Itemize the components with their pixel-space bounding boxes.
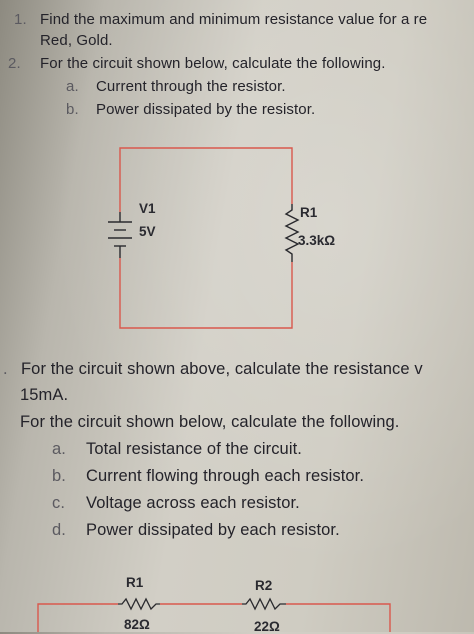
- q4-c-letter: c.: [52, 494, 66, 512]
- resistor-symbol-icon: [284, 204, 300, 262]
- r2-resistor-icon: [242, 597, 286, 611]
- q4-c-text: Voltage across each resistor.: [86, 494, 300, 512]
- r2-name: R2: [255, 578, 273, 593]
- q3-line2: 15mA.: [20, 386, 69, 404]
- q2-text: For the circuit shown below, calculate t…: [40, 55, 386, 72]
- q2-b-letter: b.: [66, 101, 79, 118]
- q3-line1: . For the circuit shown above, calculate …: [3, 360, 423, 379]
- resistor-value: 3.3kΩ: [298, 233, 336, 248]
- r1-value: 82Ω: [124, 617, 150, 632]
- q4-item-a: a. Total resistance of the circuit.: [52, 440, 302, 459]
- q2-a-letter: a.: [66, 78, 79, 95]
- q4-a-text: Total resistance of the circuit.: [86, 440, 302, 458]
- q2-a-text: Current through the resistor.: [96, 78, 286, 95]
- q4-b-letter: b.: [52, 467, 66, 485]
- q1-line2: Red, Gold.: [40, 32, 113, 49]
- q4-d-text: Power dissipated by each resistor.: [86, 521, 340, 539]
- q1-text: Find the maximum and minimum resistance …: [40, 11, 428, 28]
- q4-item-b: b. Current flowing through each resistor.: [52, 467, 364, 486]
- q4-line: For the circuit shown below, calculate t…: [20, 413, 400, 431]
- circuit-2-top-wire: [37, 603, 391, 632]
- q2-line: 2. For the circuit shown below, calculate…: [8, 55, 385, 72]
- q4-b-text: Current flowing through each resistor.: [86, 467, 365, 485]
- resistor-name: R1: [300, 205, 318, 220]
- q3-number: .: [3, 360, 8, 378]
- battery-symbol-icon: [108, 212, 132, 258]
- q2-number: 2.: [8, 55, 21, 72]
- source-name: V1: [139, 201, 156, 216]
- circuit-1-wires: [119, 147, 293, 329]
- q2-b-text: Power dissipated by the resistor.: [96, 101, 316, 118]
- q3-text: For the circuit shown above, calculate t…: [21, 360, 423, 378]
- r1-name: R1: [126, 575, 144, 590]
- q4-item-c: c. Voltage across each resistor.: [52, 494, 300, 513]
- r2-value: 22Ω: [254, 619, 280, 634]
- r1-resistor-icon: [118, 597, 160, 611]
- q4-item-d: d. Power dissipated by each resistor.: [52, 521, 340, 540]
- q2-item-a: a. Current through the resistor.: [66, 78, 286, 95]
- circuit-1-loop-wire: [119, 147, 293, 329]
- q2-item-b: b. Power dissipated by the resistor.: [66, 101, 315, 118]
- source-value: 5V: [139, 224, 156, 239]
- q1-number: 1.: [14, 11, 27, 28]
- q4-a-letter: a.: [52, 440, 66, 458]
- q4-d-letter: d.: [52, 521, 66, 539]
- q1-line1: 1. Find the maximum and minimum resistanc…: [14, 11, 427, 28]
